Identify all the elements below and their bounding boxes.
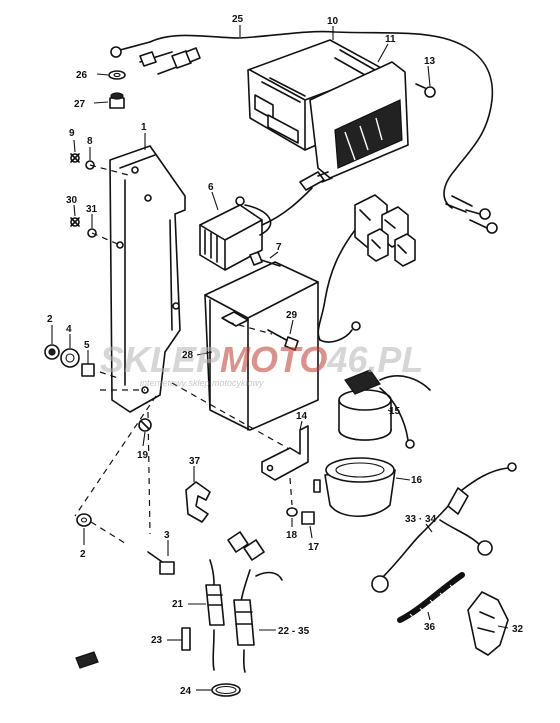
label-2-lower: 2 xyxy=(80,549,86,560)
label-7: 7 xyxy=(276,242,282,253)
small-fasteners xyxy=(70,153,97,238)
label-28: 28 xyxy=(182,350,194,361)
bolt-3 xyxy=(147,551,175,575)
label-25: 25 xyxy=(232,14,244,25)
part-labels: 25 10 11 13 26 27 9 8 1 6 30 31 7 29 28 … xyxy=(47,14,524,697)
leader-lines xyxy=(51,25,509,691)
label-22-35: 22 - 35 xyxy=(278,626,310,637)
label-23: 23 xyxy=(151,635,163,646)
label-9: 9 xyxy=(69,128,75,139)
regulator-6 xyxy=(199,196,272,271)
label-5: 5 xyxy=(84,340,90,351)
cable-end xyxy=(75,651,99,669)
washer-26 xyxy=(108,70,126,80)
watermark: SKLEPMOTO46.PL internetowy sklep motocyk… xyxy=(100,339,423,388)
label-17: 17 xyxy=(308,542,320,553)
label-31: 31 xyxy=(86,204,98,215)
grommet-4 xyxy=(60,348,80,368)
starter-relay-15 xyxy=(338,369,431,449)
harness-terminals xyxy=(110,41,201,75)
watermark-brand-b: MOTO xyxy=(220,339,327,380)
bolt-29 xyxy=(267,329,299,351)
label-11: 11 xyxy=(385,34,396,45)
label-36: 36 xyxy=(424,622,436,633)
clamp-32 xyxy=(467,591,509,656)
label-15: 15 xyxy=(389,406,401,417)
label-16: 16 xyxy=(411,475,423,486)
label-3: 3 xyxy=(164,530,170,541)
watermark-brand-a: SKLEP xyxy=(100,339,221,380)
label-32: 32 xyxy=(512,624,524,635)
bracket-14 xyxy=(261,425,309,481)
cushion-plate-11 xyxy=(309,61,409,179)
label-19: 19 xyxy=(137,450,149,461)
relay-cover-16 xyxy=(313,457,396,517)
bolt-27 xyxy=(109,92,125,109)
washer-2-lower xyxy=(76,513,92,527)
label-33-34: 33 · 34 xyxy=(405,514,437,525)
watermark-brand-c: 46 xyxy=(326,339,368,380)
label-8: 8 xyxy=(87,136,93,147)
label-29: 29 xyxy=(286,310,298,321)
mounting-bracket-1 xyxy=(109,145,186,413)
label-18: 18 xyxy=(286,530,298,541)
wire-harness-25 xyxy=(149,30,494,209)
washer-18 xyxy=(286,507,298,517)
screw-19 xyxy=(138,418,152,432)
label-24: 24 xyxy=(180,686,192,697)
protector-tube-36 xyxy=(397,572,465,623)
bolt-17 xyxy=(301,511,315,525)
label-26: 26 xyxy=(76,70,88,81)
label-6: 6 xyxy=(208,182,214,193)
svg-text:SKLEPMOTO46.PL: SKLEPMOTO46.PL xyxy=(100,339,423,380)
label-1: 1 xyxy=(141,122,147,133)
label-21: 21 xyxy=(172,599,184,610)
fuse-23 xyxy=(181,627,191,651)
bolt-7 xyxy=(249,251,281,267)
label-30: 30 xyxy=(66,195,78,206)
fuse-holders xyxy=(205,531,283,673)
label-2-upper: 2 xyxy=(47,314,53,325)
watermark-tagline: internetowy sklep motocyklowy xyxy=(140,378,264,388)
collar-5 xyxy=(81,363,95,377)
battery-case-28 xyxy=(204,261,319,431)
label-4: 4 xyxy=(66,324,72,335)
wire-lead-33-34 xyxy=(371,462,517,593)
label-27: 27 xyxy=(74,99,86,110)
label-14: 14 xyxy=(296,411,308,422)
watermark-brand-d: .PL xyxy=(367,339,423,380)
connector-cluster xyxy=(317,194,416,343)
clip-37 xyxy=(185,481,211,523)
label-13: 13 xyxy=(424,56,436,67)
screw-13 xyxy=(415,83,436,98)
label-37: 37 xyxy=(189,456,201,467)
label-10: 10 xyxy=(327,16,339,27)
